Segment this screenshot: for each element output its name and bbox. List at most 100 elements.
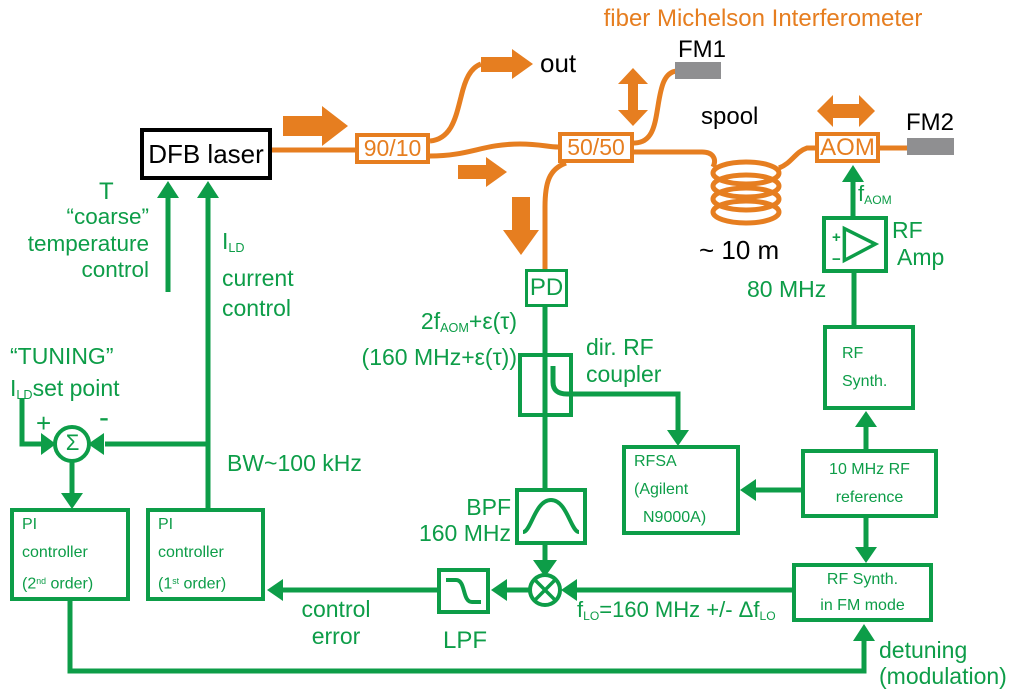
light-down-arrow-icon	[503, 197, 539, 255]
wire-pi2-to-synthfm-detuning	[67, 601, 867, 674]
dir-coupler-label-line1: dir. RF	[586, 334, 654, 360]
fm1-label: FM1	[678, 36, 726, 63]
arrowhead-into-mixer	[533, 560, 557, 577]
beat-sub: AOM	[440, 321, 469, 336]
lowpass-curve-icon	[446, 578, 481, 604]
arrowhead-into-lpf	[491, 579, 507, 601]
mixer-cross-icon	[533, 578, 557, 602]
out-arrow-icon	[481, 49, 533, 79]
lo-sub2: LO	[759, 609, 776, 624]
amp-frequency-label: 80 MHz	[747, 276, 827, 302]
temperature-control-label: “coarse” temperature control	[0, 204, 149, 284]
light-direction-arrow-icon	[458, 157, 507, 187]
current-label-line1: current	[222, 265, 294, 292]
diagram-title: fiber Michelson Interferometer	[603, 5, 923, 32]
beat-eps: +ε(τ)	[468, 308, 517, 334]
lpf-label: LPF	[443, 627, 488, 654]
aom-box: AOM	[815, 132, 880, 163]
bpf-label-line1: BPF	[466, 494, 511, 520]
rf-synth-label-line1: RF	[842, 344, 864, 362]
rfsa-box: RFSA (Agilent N9000A)	[622, 445, 740, 535]
control-error-line2: error	[311, 623, 361, 649]
lo-mid: =160 MHz +/- Δf	[599, 597, 760, 622]
reference-label-line2: reference	[835, 488, 904, 506]
arrowhead-current-into-dfb	[197, 181, 219, 198]
dfb-laser-box: DFB laser	[140, 128, 272, 180]
pi-controller-2nd-box: PI controller (2nd order)	[10, 508, 130, 601]
arrowhead-into-synth	[855, 411, 877, 427]
wire-coupler-to-rfsa	[550, 366, 681, 431]
lo-f: f	[577, 597, 584, 622]
photodiode-label: PD	[529, 274, 564, 301]
out-label: out	[540, 48, 577, 78]
fiber-mirror-2	[907, 138, 954, 155]
fm2-label: FM2	[906, 109, 954, 136]
pi1-label-line3: (1st order)	[158, 567, 226, 598]
current-label-line2: control	[222, 295, 292, 322]
arrowhead-into-pi2	[61, 493, 83, 509]
bandpass-curve-icon	[522, 497, 580, 534]
rf-synth-fm-label-line2: in FM mode	[820, 596, 905, 614]
rfsa-label-line3: N9000A)	[643, 509, 707, 526]
faom-sub: AOM	[864, 193, 892, 208]
fiber-mirror-1	[675, 62, 721, 79]
pi2-order-close: order)	[46, 575, 94, 593]
rf-synth-fm-box: RF Synth. in FM mode	[792, 563, 933, 622]
arrowhead-into-rfsa	[667, 430, 689, 446]
pi2-order-open: (2	[22, 575, 37, 593]
arrowhead-into-sum-right	[88, 433, 104, 455]
control-error-label: control error	[296, 596, 376, 650]
rfsa-label-line2: (Agilent	[634, 481, 689, 498]
detuning-line1: detuning	[879, 637, 968, 663]
spool-loop	[710, 159, 782, 187]
pi-controller-1st-box: PI controller (1st order)	[146, 508, 265, 601]
reference-box: 10 MHz RF reference	[801, 449, 938, 518]
rf-amp-label-line1: RF	[892, 217, 923, 243]
arrowhead-into-aom	[842, 165, 864, 182]
beat-label-line2: (160 MHz+ε(τ))	[361, 344, 517, 371]
pi2-label-line2: controller	[22, 543, 88, 561]
lo-sub1: LO	[583, 609, 600, 624]
aom-label: AOM	[820, 133, 875, 161]
detuning-line2: (modulation)	[879, 663, 1007, 689]
pi2-label-line1: PI	[22, 515, 38, 533]
sum-sigma-symbol: Σ	[65, 430, 80, 455]
rfsa-label-line1: RFSA	[634, 453, 677, 470]
reference-label-line1: 10 MHz RF	[829, 460, 910, 478]
directional-coupler-box	[518, 353, 573, 417]
photodiode-box: PD	[525, 269, 568, 307]
lpf-box	[437, 568, 490, 614]
ild-i: I	[222, 228, 229, 254]
faom-f: f	[858, 181, 865, 206]
fiber-5050-to-pd	[542, 160, 567, 269]
dir-coupler-label: dir. RF coupler	[586, 334, 661, 388]
amp-minus-sign: −	[832, 251, 841, 268]
reflection-double-arrow-icon	[817, 95, 875, 127]
dfb-laser-label: DFB laser	[148, 138, 264, 169]
arrowhead-into-synthfm	[855, 547, 877, 563]
ild-symbol: ILD	[222, 226, 294, 263]
tuning-label-line1: “TUNING”	[10, 343, 114, 369]
setpoint-sub: LD	[16, 388, 33, 403]
rf-synth-box: RF Synth.	[823, 325, 915, 410]
arrowhead-temp-into-dfb	[157, 181, 179, 198]
spool-loop	[710, 172, 782, 200]
pi1-label-line2: controller	[158, 543, 224, 561]
arrowhead-into-sum-left	[41, 433, 56, 455]
ild-sub: LD	[228, 241, 245, 256]
arrowhead-into-rfsa-right	[740, 479, 756, 501]
beat-frequency-label: 2fAOM+ε(τ) (160 MHz+ε(τ))	[330, 307, 517, 372]
setpoint-rest: set point	[32, 375, 120, 401]
setpoint-i: I	[10, 375, 17, 401]
rf-amplifier-box: + −	[822, 216, 888, 273]
current-control-label: ILD current control	[222, 226, 294, 323]
rf-synth-fm-label-line1: RF Synth.	[826, 570, 899, 588]
light-direction-arrow-icon	[283, 106, 348, 146]
bpf-label: BPF 160 MHz	[403, 494, 511, 546]
sum-minus-sign: -	[99, 401, 109, 434]
fiber-9010-to-out	[429, 61, 483, 144]
splitter-50-50-box: 50/50	[558, 132, 634, 163]
pi2-order-sup: nd	[36, 575, 47, 586]
